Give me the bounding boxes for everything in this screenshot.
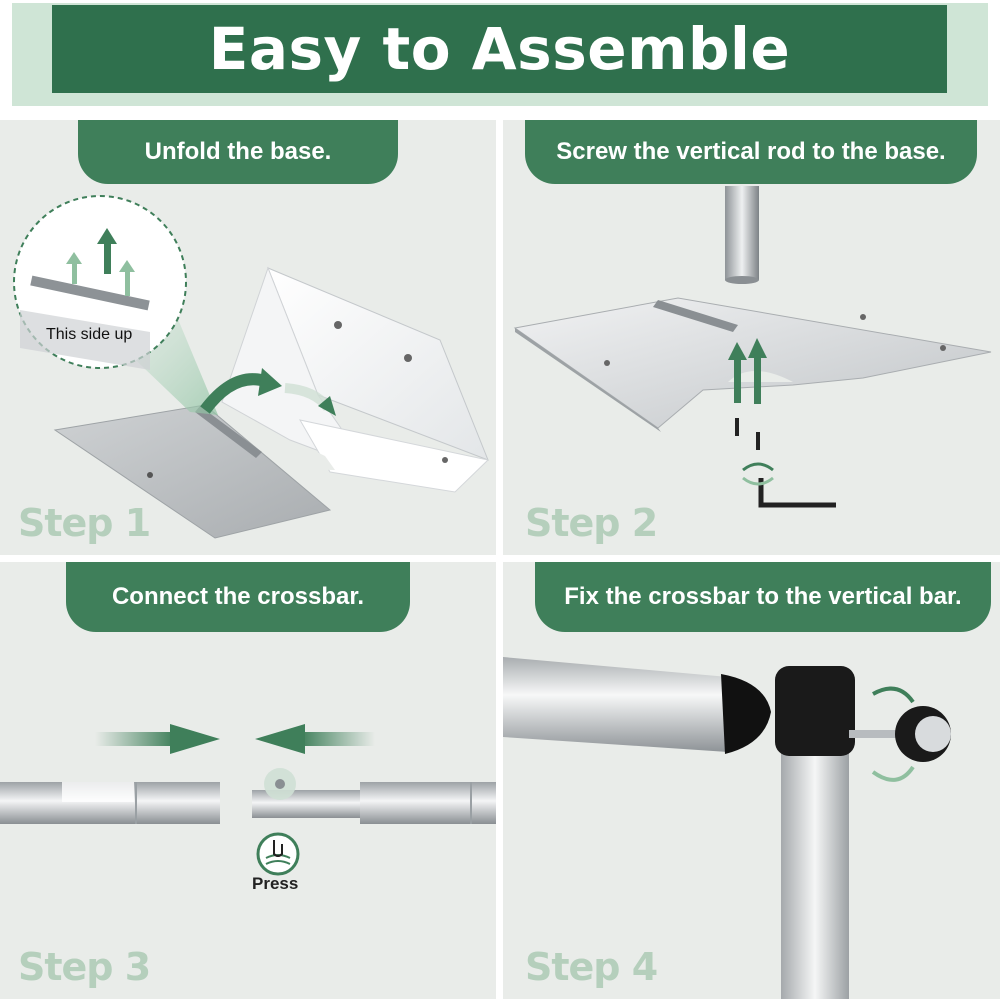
step-3-label: Step 3 [18,945,151,989]
step-3-caption: Connect the crossbar. [66,562,410,632]
screw-rod-illustration [513,186,992,508]
step-4-label: Step 4 [525,945,658,989]
step-1-caption: Unfold the base. [78,120,398,184]
step-2-panel: Screw the vertical rod to the base. Step… [503,120,1000,555]
page-title: Easy to Assemble [208,15,791,83]
connect-crossbar-illustration [0,724,496,876]
header-band: Easy to Assemble [52,5,947,93]
step-4-caption: Fix the crossbar to the vertical bar. [535,562,991,632]
step-4-panel: Fix the crossbar to the vertical bar. St… [503,562,1000,999]
step-1-panel: Unfold the base. This side up Step 1 [0,120,496,555]
step-2-caption: Screw the vertical rod to the base. [525,120,977,184]
press-label: Press [252,874,299,893]
step-3-panel: Connect the crossbar. Press Step 3 [0,562,496,999]
this-side-up-label: This side up [46,326,133,343]
header-banner: Easy to Assemble [12,3,988,106]
step-1-label: Step 1 [18,501,151,545]
fix-crossbar-illustration [503,657,951,999]
unfold-base-illustration [13,195,490,539]
step-2-label: Step 2 [525,501,658,545]
